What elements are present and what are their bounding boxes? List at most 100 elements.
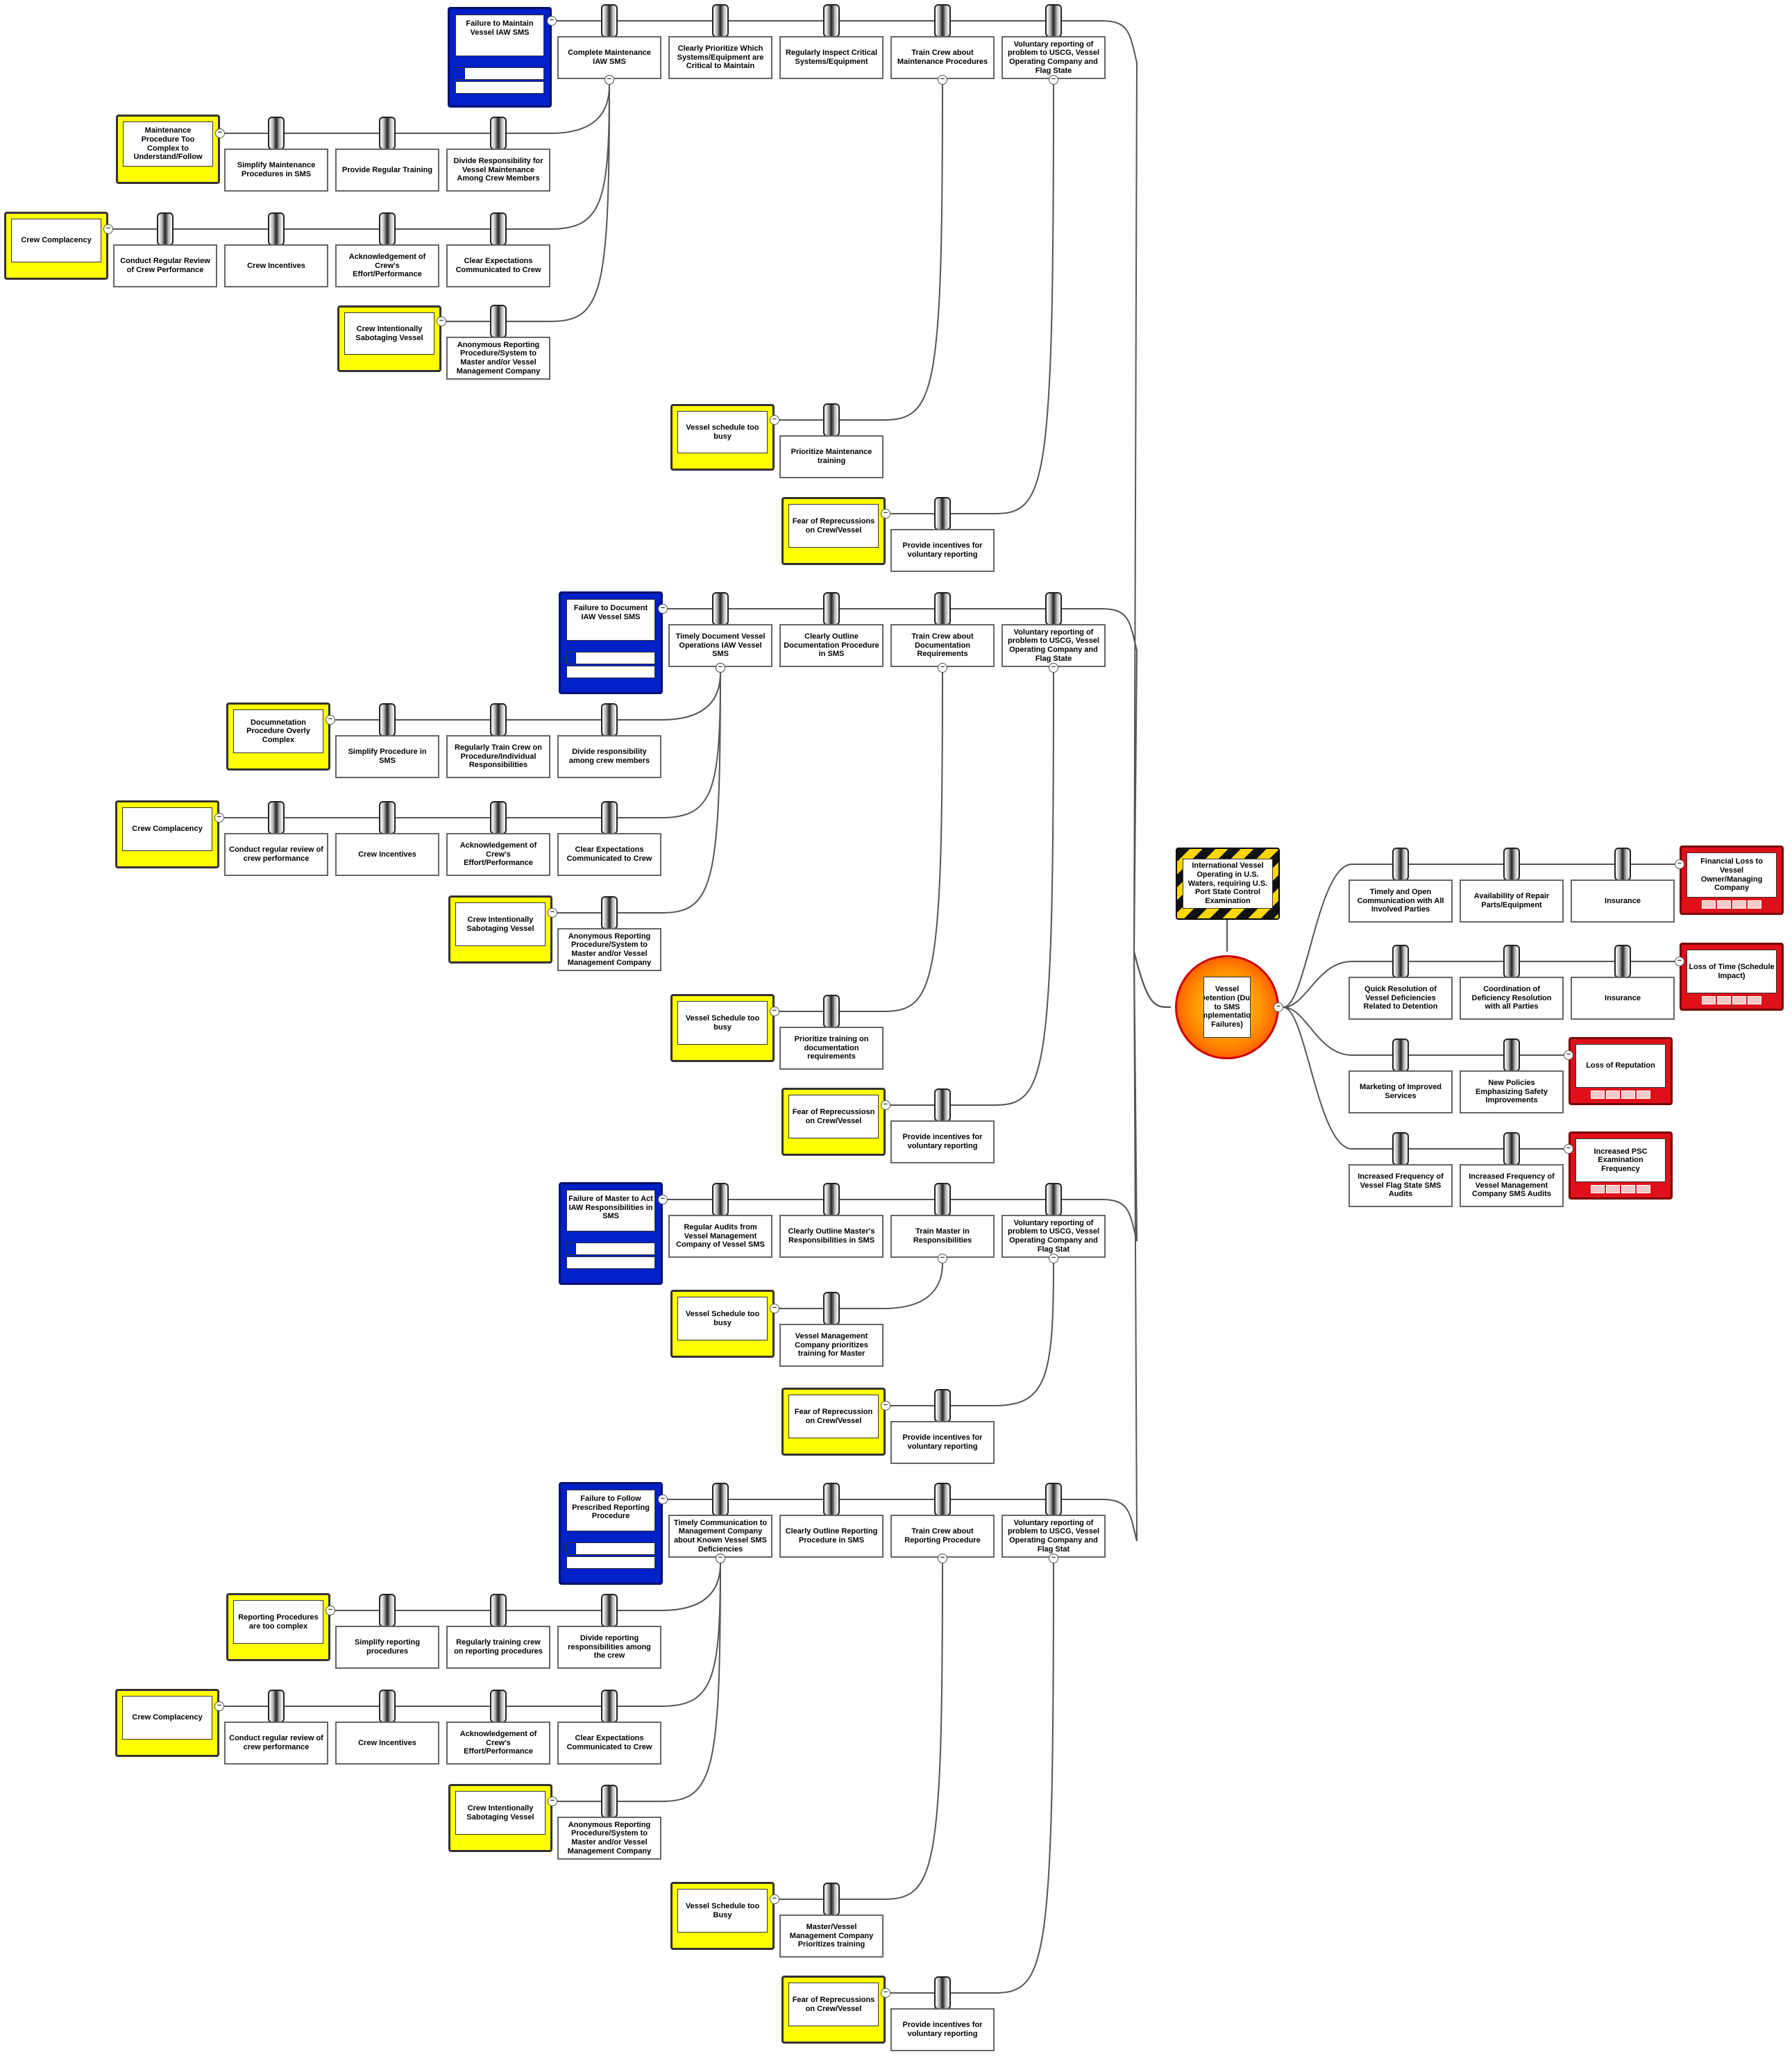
barrier-box[interactable]: Voluntary reporting of problem to USCG, … xyxy=(1001,1515,1106,1558)
collapse-toggle[interactable]: − xyxy=(548,908,557,918)
collapse-toggle[interactable]: − xyxy=(881,509,890,519)
barrier-box[interactable]: Voluntary reporting of problem to USCG, … xyxy=(1001,1215,1106,1258)
barrier-box[interactable]: Timely Communication to Management Compa… xyxy=(668,1515,772,1558)
barrier-box[interactable]: Increased Frequency of Vessel Flag State… xyxy=(1349,1164,1453,1207)
escalation-factor-box[interactable]: Crew Intentionally Sabotaging Vessel xyxy=(448,1784,552,1852)
threat-box[interactable]: Failure to Follow Prescribed Reporting P… xyxy=(559,1482,663,1585)
escalation-factor-box[interactable]: Crew Complacency xyxy=(115,1689,219,1757)
barrier-box[interactable]: New Policies Emphasizing Safety Improvem… xyxy=(1460,1070,1564,1113)
barrier-box[interactable]: Voluntary reporting of problem to USCG, … xyxy=(1001,36,1106,79)
collapse-toggle[interactable]: − xyxy=(1049,663,1058,673)
escalation-factor-box[interactable]: Fear of Reprecussiosn on Crew/Vessel xyxy=(781,1088,886,1156)
escalation-factor-box[interactable]: Crew Intentionally Sabotaging Vessel xyxy=(337,305,441,372)
collapse-toggle[interactable]: − xyxy=(605,75,614,85)
barrier-box[interactable]: Acknowledgement of Crew's Effort/Perform… xyxy=(446,833,550,876)
escalation-factor-box[interactable]: Fear of Reprecussions on Crew/Vessel xyxy=(781,497,886,565)
barrier-box[interactable]: Prioritize training on documentation req… xyxy=(779,1027,884,1070)
collapse-toggle[interactable]: − xyxy=(1564,1050,1573,1060)
collapse-toggle[interactable]: − xyxy=(658,1195,668,1204)
barrier-box[interactable]: Train Crew about Maintenance Procedures xyxy=(890,36,995,79)
escalation-factor-box[interactable]: Crew Complacency xyxy=(115,800,219,868)
barrier-box[interactable]: Insurance xyxy=(1571,977,1675,1020)
barrier-box[interactable]: Clearly Outline Master's Responsibilitie… xyxy=(779,1215,884,1258)
escalation-factor-box[interactable]: Fear of Reprecussion on Crew/Vessel xyxy=(781,1388,886,1456)
collapse-toggle[interactable]: − xyxy=(938,75,947,85)
barrier-box[interactable]: Voluntary reporting of problem to USCG, … xyxy=(1001,624,1106,667)
escalation-factor-box[interactable]: Vessel Schedule too Busy xyxy=(670,1882,775,1950)
collapse-toggle[interactable]: − xyxy=(548,1796,557,1806)
barrier-box[interactable]: Train Crew about Documentation Requireme… xyxy=(890,624,995,667)
barrier-box[interactable]: Clearly Outline Reporting Procedure in S… xyxy=(779,1515,884,1558)
escalation-factor-box[interactable]: Vessel Schedule too busy xyxy=(670,1290,775,1358)
barrier-box[interactable]: Crew Incentives xyxy=(224,244,328,287)
barrier-box[interactable]: Anonymous Reporting Procedure/System to … xyxy=(446,337,550,380)
top-event-circle[interactable]: Vessel Detention (Due to SMS Implementat… xyxy=(1175,955,1279,1059)
barrier-box[interactable]: Clear Expectations Communicated to Crew xyxy=(557,833,661,876)
barrier-box[interactable]: Conduct regular review of crew performan… xyxy=(224,1722,328,1765)
barrier-box[interactable]: Provide Regular Training xyxy=(335,149,439,192)
barrier-box[interactable]: Regularly Inspect Critical Systems/Equip… xyxy=(779,36,884,79)
barrier-box[interactable]: Clear Expectations Communicated to Crew xyxy=(557,1722,661,1765)
barrier-box[interactable]: Acknowledgement of Crew's Effort/Perform… xyxy=(446,1722,550,1765)
barrier-box[interactable]: Master/Vessel Management Company Priorit… xyxy=(779,1915,884,1958)
barrier-box[interactable]: Vessel Management Company prioritizes tr… xyxy=(779,1324,884,1367)
collapse-toggle[interactable]: − xyxy=(1564,1144,1573,1154)
barrier-box[interactable]: Regularly training crew on reporting pro… xyxy=(446,1626,550,1669)
collapse-toggle[interactable]: − xyxy=(326,715,335,725)
collapse-toggle[interactable]: − xyxy=(1049,1254,1058,1263)
escalation-factor-box[interactable]: Crew Complacency xyxy=(4,212,108,280)
collapse-toggle[interactable]: − xyxy=(1675,859,1684,869)
collapse-toggle[interactable]: − xyxy=(103,224,113,234)
collapse-toggle[interactable]: − xyxy=(215,128,225,138)
barrier-box[interactable]: Complete Maintenance IAW SMS xyxy=(557,36,661,79)
collapse-toggle[interactable]: − xyxy=(770,1304,779,1313)
barrier-box[interactable]: Divide Responsibility for Vessel Mainten… xyxy=(446,149,550,192)
barrier-box[interactable]: Clearly Prioritize Which Systems/Equipme… xyxy=(668,36,772,79)
collapse-toggle[interactable]: − xyxy=(716,663,725,673)
barrier-box[interactable]: Provide incentives for voluntary reporti… xyxy=(890,529,995,572)
collapse-toggle[interactable]: − xyxy=(881,1100,890,1110)
collapse-toggle[interactable]: − xyxy=(938,663,947,673)
consequence-box[interactable]: Financial Loss to Vessel Owner/Managing … xyxy=(1680,845,1784,915)
collapse-toggle[interactable]: − xyxy=(881,1988,890,1998)
barrier-box[interactable]: Divide reporting responsibilities among … xyxy=(557,1626,661,1669)
barrier-box[interactable]: Marketing of Improved Services xyxy=(1349,1070,1453,1113)
collapse-toggle[interactable]: − xyxy=(938,1254,947,1263)
barrier-box[interactable]: Simplify reporting procedures xyxy=(335,1626,439,1669)
barrier-box[interactable]: Conduct regular review of crew performan… xyxy=(224,833,328,876)
collapse-toggle[interactable]: − xyxy=(770,415,779,425)
collapse-toggle[interactable]: − xyxy=(1274,1002,1283,1012)
escalation-factor-box[interactable]: Vessel schedule too busy xyxy=(670,404,775,471)
barrier-box[interactable]: Divide responsibility among crew members xyxy=(557,735,661,778)
collapse-toggle[interactable]: − xyxy=(326,1606,335,1615)
threat-box[interactable]: Failure to Maintain Vessel IAW SMS xyxy=(448,7,552,108)
barrier-box[interactable]: Timely and Open Communication with All I… xyxy=(1349,880,1453,923)
escalation-factor-box[interactable]: Reporting Procedures are too complex xyxy=(226,1593,330,1661)
barrier-box[interactable]: Quick Resolution of Vessel Deficiencies … xyxy=(1349,977,1453,1020)
barrier-box[interactable]: Crew Incentives xyxy=(335,1722,439,1765)
consequence-box[interactable]: Loss of Reputation xyxy=(1569,1037,1673,1105)
barrier-box[interactable]: Provide incentives for voluntary reporti… xyxy=(890,1421,995,1464)
collapse-toggle[interactable]: − xyxy=(658,1495,668,1504)
barrier-box[interactable]: Conduct Regular Review of Crew Performan… xyxy=(113,244,217,287)
collapse-toggle[interactable]: − xyxy=(881,1401,890,1411)
barrier-box[interactable]: Acknowledgement of Crew's Effort/Perform… xyxy=(335,244,439,287)
barrier-box[interactable]: Train Crew about Reporting Procedure xyxy=(890,1515,995,1558)
barrier-box[interactable]: Provide incentives for voluntary reporti… xyxy=(890,2008,995,2051)
escalation-factor-box[interactable]: Crew Intentionally Sabotaging Vessel xyxy=(448,895,552,964)
hazard-box[interactable]: International Vessel Operating in U.S. W… xyxy=(1176,848,1280,920)
collapse-toggle[interactable]: − xyxy=(437,317,446,326)
barrier-box[interactable]: Insurance xyxy=(1571,880,1675,923)
collapse-toggle[interactable]: − xyxy=(770,1894,779,1904)
threat-box[interactable]: Failure to Document IAW Vessel SMS xyxy=(559,591,663,694)
escalation-factor-box[interactable]: Fear of Reprecussions on Crew/Vessel xyxy=(781,1976,886,2044)
barrier-box[interactable]: Simplify Procedure in SMS xyxy=(335,735,439,778)
threat-box[interactable]: Failure of Master to Act IAW Responsibil… xyxy=(559,1182,663,1285)
barrier-box[interactable]: Anonymous Reporting Procedure/System to … xyxy=(557,928,661,971)
escalation-factor-box[interactable]: Documnetation Procedure Overly Complex xyxy=(226,702,330,771)
collapse-toggle[interactable]: − xyxy=(214,1701,224,1711)
collapse-toggle[interactable]: − xyxy=(547,16,557,26)
barrier-box[interactable]: Anonymous Reporting Procedure/System to … xyxy=(557,1817,661,1860)
barrier-box[interactable]: Provide incentives for voluntary reporti… xyxy=(890,1120,995,1163)
consequence-box[interactable]: Increased PSC Examination Frequency xyxy=(1569,1131,1673,1200)
